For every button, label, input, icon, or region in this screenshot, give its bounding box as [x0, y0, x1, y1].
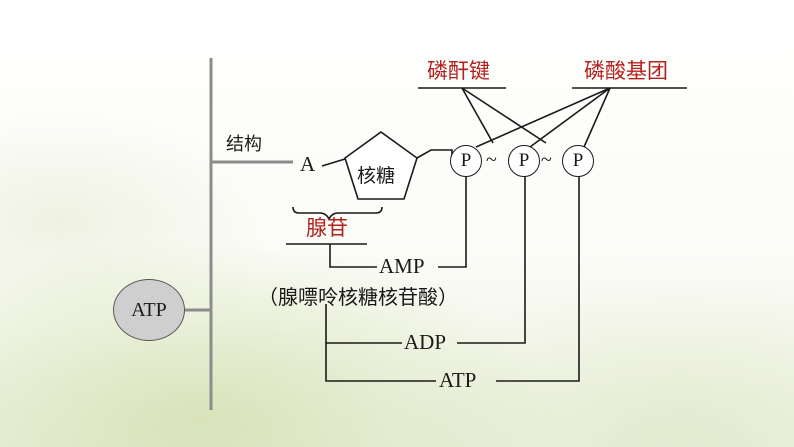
ribose-label: 核糖	[357, 165, 396, 187]
phosphate-1-label: P	[460, 150, 472, 171]
atp-left-line	[325, 343, 436, 382]
group-pointer-2	[529, 87, 611, 148]
atp-node: ATP	[113, 279, 185, 341]
atp-node-label: ATP	[131, 298, 167, 321]
amp-label: AMP	[379, 254, 425, 278]
group-pointer-3	[583, 87, 611, 148]
adp-label: ADP	[404, 330, 447, 354]
tilde-bond-1: ~	[486, 149, 497, 171]
ribose-phosphate-bond	[416, 149, 453, 159]
phosphate-3-label: P	[572, 150, 584, 171]
amp-left-line	[329, 244, 377, 268]
adp-right-line	[457, 174, 526, 344]
adp-left-line	[325, 304, 402, 344]
adenine-label: A	[300, 152, 316, 176]
amp-right-line	[438, 174, 467, 268]
tilde-bond-2: ~	[541, 149, 552, 171]
atp-label: ATP	[439, 368, 477, 392]
bond-pointer-1	[461, 87, 494, 144]
bond-pointer-2	[461, 87, 547, 144]
phosphate-group-label: 磷酸基团	[584, 59, 668, 83]
phosphate-1: P	[450, 145, 482, 177]
phosphate-2-label: P	[518, 150, 530, 171]
structure-label: 结构	[226, 134, 262, 155]
phosphate-2: P	[508, 145, 540, 177]
adenosine-brace	[292, 206, 383, 221]
atp-right-line	[496, 174, 580, 382]
group-pointer-1	[475, 87, 611, 148]
amp-full-name: （腺嘌呤核糖核苷酸）	[258, 285, 458, 309]
adenosine-label: 腺苷	[306, 216, 348, 240]
adenine-bond	[321, 158, 346, 167]
phosphate-3: P	[562, 145, 594, 177]
phosphoanhydride-bond-label: 磷酐键	[427, 59, 490, 83]
ribose-pentagon	[344, 131, 418, 200]
